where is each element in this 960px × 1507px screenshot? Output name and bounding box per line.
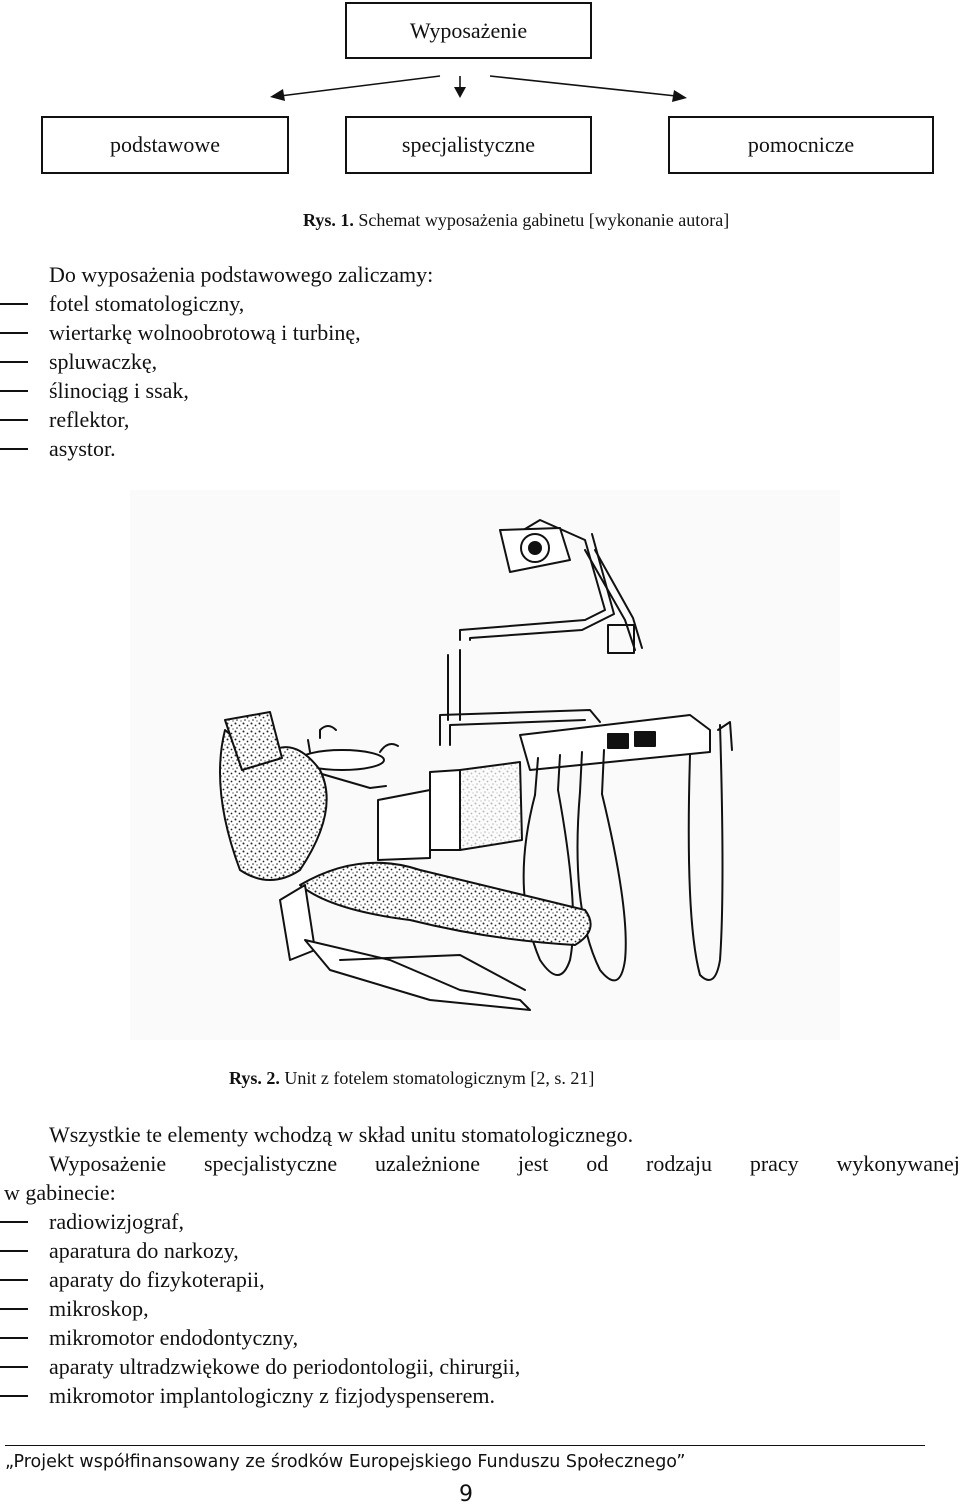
list-item-text: wiertarkę wolnoobrotową i turbinę,	[49, 320, 361, 345]
list-item: reflektor,	[0, 405, 361, 434]
arrow-left-head	[270, 89, 285, 101]
list-item: wiertarkę wolnoobrotową i turbinę,	[0, 318, 361, 347]
section2-line1: Wszystkie te elementy wchodzą w skład un…	[49, 1122, 634, 1147]
list-item: fotel stomatologiczny,	[0, 289, 361, 318]
list-item-text: spluwaczkę,	[49, 349, 158, 374]
list-item-text: aparatura do narkozy,	[49, 1238, 239, 1263]
word: uzależnione	[374, 1151, 481, 1176]
footer-divider	[5, 1445, 925, 1446]
list-item-text: ślinociąg i ssak,	[49, 378, 189, 403]
list-item: aparatura do narkozy,	[0, 1236, 520, 1265]
diagram-child-label: specjalistyczne	[401, 132, 536, 157]
dash-bullet	[0, 1279, 28, 1281]
section1-intro: Do wyposażenia podstawowego zaliczamy:	[49, 262, 434, 287]
word: rodzaju	[646, 1151, 713, 1176]
list-item: ślinociąg i ssak,	[0, 376, 361, 405]
list-item-text: radiowizjograf,	[49, 1209, 184, 1234]
footer-text: „Projekt współfinansowany ze środków Eur…	[5, 1452, 686, 1472]
word: od	[586, 1151, 609, 1176]
diagram-child-box-basic: podstawowe	[41, 116, 289, 174]
caption-text: Schemat wyposażenia gabinetu [wykonanie …	[353, 210, 730, 230]
diagram-child-label: podstawowe	[110, 132, 220, 157]
list-item: aparaty ultradzwiękowe do periodontologi…	[0, 1352, 520, 1381]
dash-bullet	[0, 390, 28, 392]
list-item: aparaty do fizykoterapii,	[0, 1265, 520, 1294]
diagram-arrows	[270, 75, 687, 102]
list-item-text: fotel stomatologiczny,	[49, 291, 245, 316]
basic-equipment-list: fotel stomatologiczny, wiertarkę wolnoob…	[0, 289, 361, 463]
arrow-right-head	[672, 90, 687, 102]
list-item-text: aparaty ultradzwiękowe do periodontologi…	[49, 1354, 521, 1379]
list-item-text: mikromotor implantologiczny z fizjodyspe…	[49, 1383, 496, 1408]
diagram-child-box-auxiliary: pomocnicze	[668, 116, 934, 174]
list-item: spluwaczkę,	[0, 347, 361, 376]
arrow-left	[279, 75, 441, 97]
dash-bullet	[0, 1395, 28, 1397]
word: wykonywanej	[836, 1151, 960, 1176]
dash-bullet	[0, 448, 28, 450]
diagram-child-label: pomocnicze	[747, 132, 855, 157]
list-item-text: mikroskop,	[49, 1296, 149, 1321]
dash-bullet	[0, 303, 28, 305]
list-item: radiowizjograf,	[0, 1207, 520, 1236]
dash-bullet	[0, 332, 28, 334]
diagram-child-box-specialist: specjalistyczne	[345, 116, 592, 174]
dash-bullet	[0, 1250, 28, 1252]
list-item: mikromotor endodontyczny,	[0, 1323, 520, 1352]
diagram-root-label: Wyposażenie	[409, 17, 528, 43]
word: Wyposażenie	[49, 1151, 167, 1176]
dash-bullet	[0, 419, 28, 421]
diagram-root-box: Wyposażenie	[345, 2, 592, 59]
specialist-equipment-list: radiowizjograf, aparatura do narkozy, ap…	[0, 1207, 520, 1410]
dental-unit-illustration	[130, 490, 840, 1040]
word: pracy	[749, 1151, 799, 1176]
word: specjalistyczne	[204, 1151, 338, 1176]
list-item: mikroskop,	[0, 1294, 520, 1323]
caption-text: Unit z fotelem stomatologicznym [2, s. 2…	[279, 1068, 595, 1088]
word: jest	[517, 1151, 549, 1176]
caption-label: Rys. 1.	[303, 210, 354, 230]
page-number: 9	[459, 1482, 473, 1507]
list-item-text: asystor.	[49, 436, 116, 461]
dash-bullet	[0, 1221, 28, 1223]
dash-bullet	[0, 1366, 28, 1368]
dash-bullet	[0, 1308, 28, 1310]
section2-line3: w gabinecie:	[4, 1180, 116, 1205]
caption-label: Rys. 2.	[229, 1068, 280, 1088]
list-item-text: reflektor,	[49, 407, 130, 432]
section2-line2: Wyposażenie specjalistyczne uzależnione …	[49, 1149, 960, 1178]
list-item: asystor.	[0, 434, 361, 463]
figure-caption-2: Rys. 2. Unit z fotelem stomatologicznym …	[229, 1068, 594, 1089]
list-item-text: mikromotor endodontyczny,	[49, 1325, 299, 1350]
arrow-right	[489, 75, 677, 97]
arrow-center-head	[454, 87, 466, 98]
list-item: mikromotor implantologiczny z fizjodyspe…	[0, 1381, 520, 1410]
figure-caption-1: Rys. 1. Schemat wyposażenia gabinetu [wy…	[303, 210, 729, 231]
list-item-text: aparaty do fizykoterapii,	[49, 1267, 265, 1292]
dash-bullet	[0, 1337, 28, 1339]
dash-bullet	[0, 361, 28, 363]
